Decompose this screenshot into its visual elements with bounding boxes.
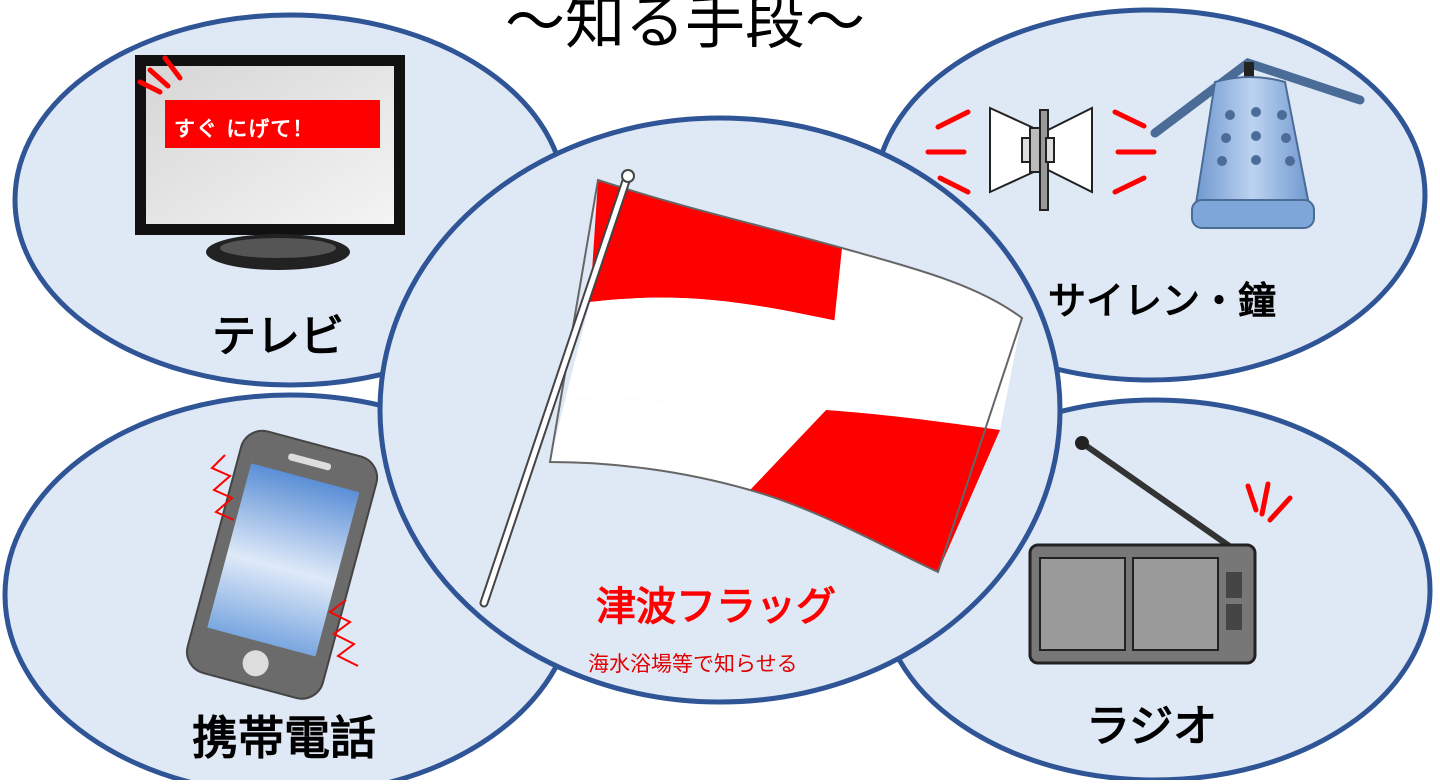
tv-label: テレビ: [212, 311, 344, 362]
flag-label: 津波フラッグ: [596, 584, 836, 630]
flag-sublabel: 海水浴場等で知らせる: [588, 652, 798, 676]
phone-label: 携帯電話: [192, 711, 376, 765]
siren-label: サイレン・鐘: [1048, 279, 1277, 323]
radio-icon: [1028, 436, 1293, 665]
phone-vibration-icon: [210, 454, 359, 667]
tv-alert-icon: [137, 55, 183, 95]
diagram-title: 〜知る手段〜: [505, 0, 865, 58]
speaker-siren-icon: [989, 106, 1093, 211]
tv-icon: [135, 55, 405, 270]
siren-alert-icon: [925, 109, 1157, 195]
smartphone-icon: [186, 429, 379, 700]
tv-screen-text: すぐ にげて！: [174, 117, 315, 141]
radio-alert-icon: [1245, 481, 1293, 523]
radio-label: ラジオ: [1086, 701, 1218, 752]
flag-icon: [479, 169, 1024, 608]
bell-icon: [1150, 57, 1365, 229]
